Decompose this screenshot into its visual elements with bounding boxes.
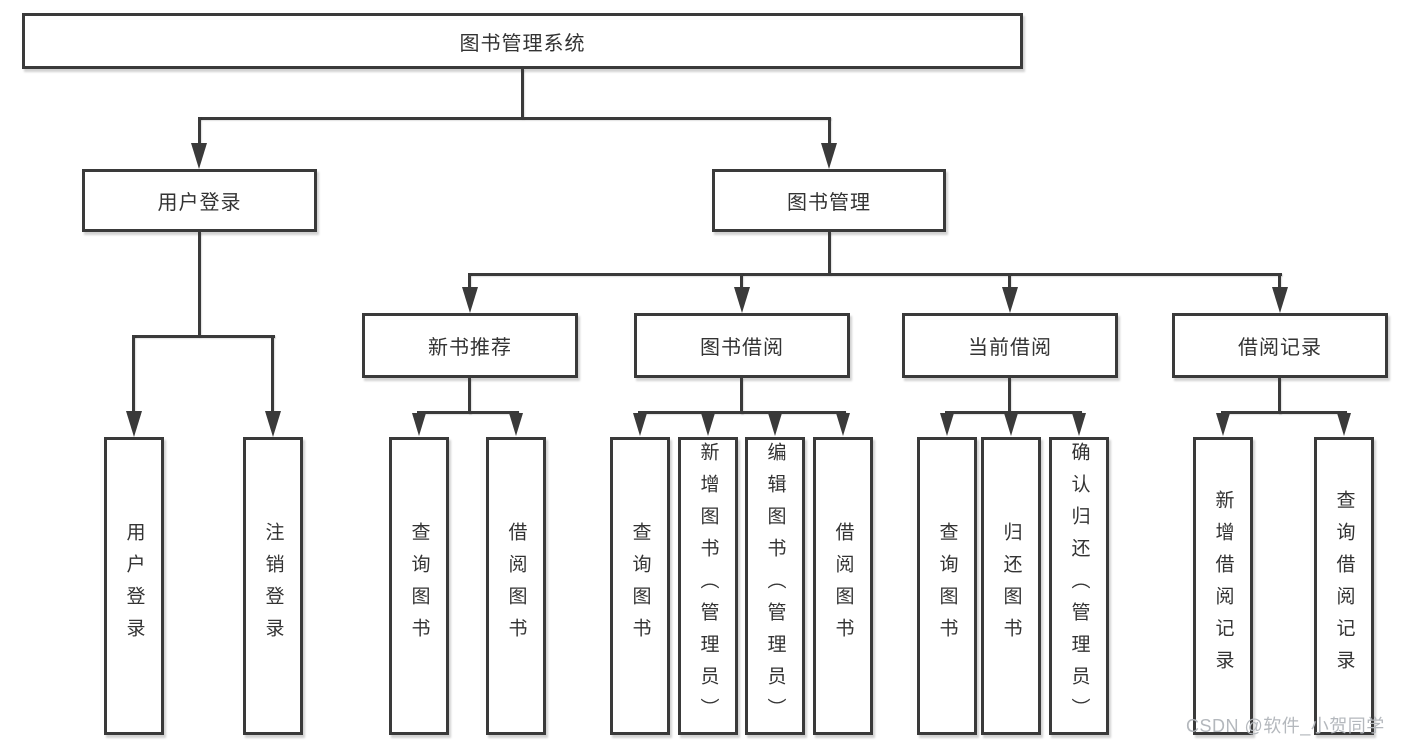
leaf-label: 借阅图书 xyxy=(832,522,854,650)
connector-line xyxy=(1008,273,1011,289)
leaf-borrow-books: 借阅图书 xyxy=(813,437,873,735)
node-new-book-recommend: 新书推荐 xyxy=(362,313,578,378)
leaf-add-borrow-record: 新增借阅记录 xyxy=(1193,437,1253,735)
arrowhead-icon xyxy=(191,143,207,169)
connector-line xyxy=(638,411,846,414)
connector-line xyxy=(198,117,831,120)
connector-line xyxy=(521,69,524,119)
arrowhead-icon xyxy=(701,413,715,436)
connector-line xyxy=(469,273,1282,276)
node-label: 当前借阅 xyxy=(968,337,1052,359)
leaf-label: 归还图书 xyxy=(1000,522,1022,650)
connector-line xyxy=(1278,273,1281,289)
node-label: 用户登录 xyxy=(157,192,242,214)
leaf-label: 新增借阅记录 xyxy=(1212,490,1234,682)
connector-line xyxy=(132,335,135,413)
node-library-management-system: 图书管理系统 xyxy=(22,13,1023,69)
arrowhead-icon xyxy=(1337,413,1351,436)
leaf-user-login: 用户登录 xyxy=(104,437,164,735)
arrowhead-icon xyxy=(509,413,523,436)
leaf-label: 用户登录 xyxy=(123,522,145,650)
leaf-confirm-return-admin: 确认归还（管理员） xyxy=(1049,437,1109,735)
node-label: 借阅记录 xyxy=(1238,337,1322,359)
connector-line xyxy=(468,273,471,289)
arrowhead-icon xyxy=(633,413,647,436)
arrowhead-icon xyxy=(1002,287,1018,313)
leaf-borrow-books-recommend: 借阅图书 xyxy=(486,437,546,735)
node-book-borrowing: 图书借阅 xyxy=(634,313,850,378)
leaf-query-borrow-record: 查询借阅记录 xyxy=(1314,437,1374,735)
node-user-login: 用户登录 xyxy=(82,169,317,232)
leaf-return-book: 归还图书 xyxy=(981,437,1041,735)
connector-line xyxy=(828,232,831,275)
leaf-logout: 注销登录 xyxy=(243,437,303,735)
connector-line xyxy=(1008,378,1011,414)
leaf-label: 新增图书（管理员） xyxy=(697,442,719,730)
leaf-label: 注销登录 xyxy=(262,522,284,650)
arrowhead-icon xyxy=(265,411,281,437)
leaf-query-books-borrowing: 查询图书 xyxy=(610,437,670,735)
leaf-add-book-admin: 新增图书（管理员） xyxy=(678,437,738,735)
arrowhead-icon xyxy=(836,413,850,436)
connector-line xyxy=(271,335,274,413)
connector-line xyxy=(468,378,471,414)
connector-line xyxy=(198,232,201,337)
arrowhead-icon xyxy=(412,413,426,436)
leaf-edit-book-admin: 编辑图书（管理员） xyxy=(745,437,805,735)
node-current-borrowing: 当前借阅 xyxy=(902,313,1118,378)
leaf-query-books-current: 查询图书 xyxy=(917,437,977,735)
leaf-label: 查询图书 xyxy=(629,522,651,650)
connector-line xyxy=(740,378,743,414)
connector-line xyxy=(828,117,831,145)
node-borrowing-records: 借阅记录 xyxy=(1172,313,1388,378)
arrowhead-icon xyxy=(1004,413,1018,436)
connector-line xyxy=(1221,411,1347,414)
node-label: 新书推荐 xyxy=(428,337,512,359)
connector-line xyxy=(945,411,1082,414)
leaf-label: 借阅图书 xyxy=(505,522,527,650)
connector-line xyxy=(198,117,201,145)
connector-line xyxy=(740,273,743,289)
leaf-label: 查询图书 xyxy=(936,522,958,650)
connector-line xyxy=(417,411,519,414)
node-label: 图书管理 xyxy=(787,192,871,214)
leaf-label: 查询图书 xyxy=(408,522,430,650)
arrowhead-icon xyxy=(734,287,750,313)
arrowhead-icon xyxy=(821,143,837,169)
leaf-label: 确认归还（管理员） xyxy=(1068,442,1090,730)
connector-line xyxy=(1278,378,1281,414)
arrowhead-icon xyxy=(1272,287,1288,313)
arrowhead-icon xyxy=(940,413,954,436)
node-label: 图书管理系统 xyxy=(459,32,586,55)
leaf-label: 查询借阅记录 xyxy=(1333,490,1355,682)
node-book-management: 图书管理 xyxy=(712,169,946,232)
node-label: 图书借阅 xyxy=(700,337,784,359)
watermark: CSDN @软件_小贺同学 xyxy=(1186,716,1385,736)
arrowhead-icon xyxy=(1072,413,1086,436)
arrowhead-icon xyxy=(462,287,478,313)
leaf-label: 编辑图书（管理员） xyxy=(764,442,786,730)
connector-line xyxy=(132,335,275,338)
arrowhead-icon xyxy=(126,411,142,437)
arrowhead-icon xyxy=(768,413,782,436)
arrowhead-icon xyxy=(1216,413,1230,436)
leaf-query-books-recommend: 查询图书 xyxy=(389,437,449,735)
